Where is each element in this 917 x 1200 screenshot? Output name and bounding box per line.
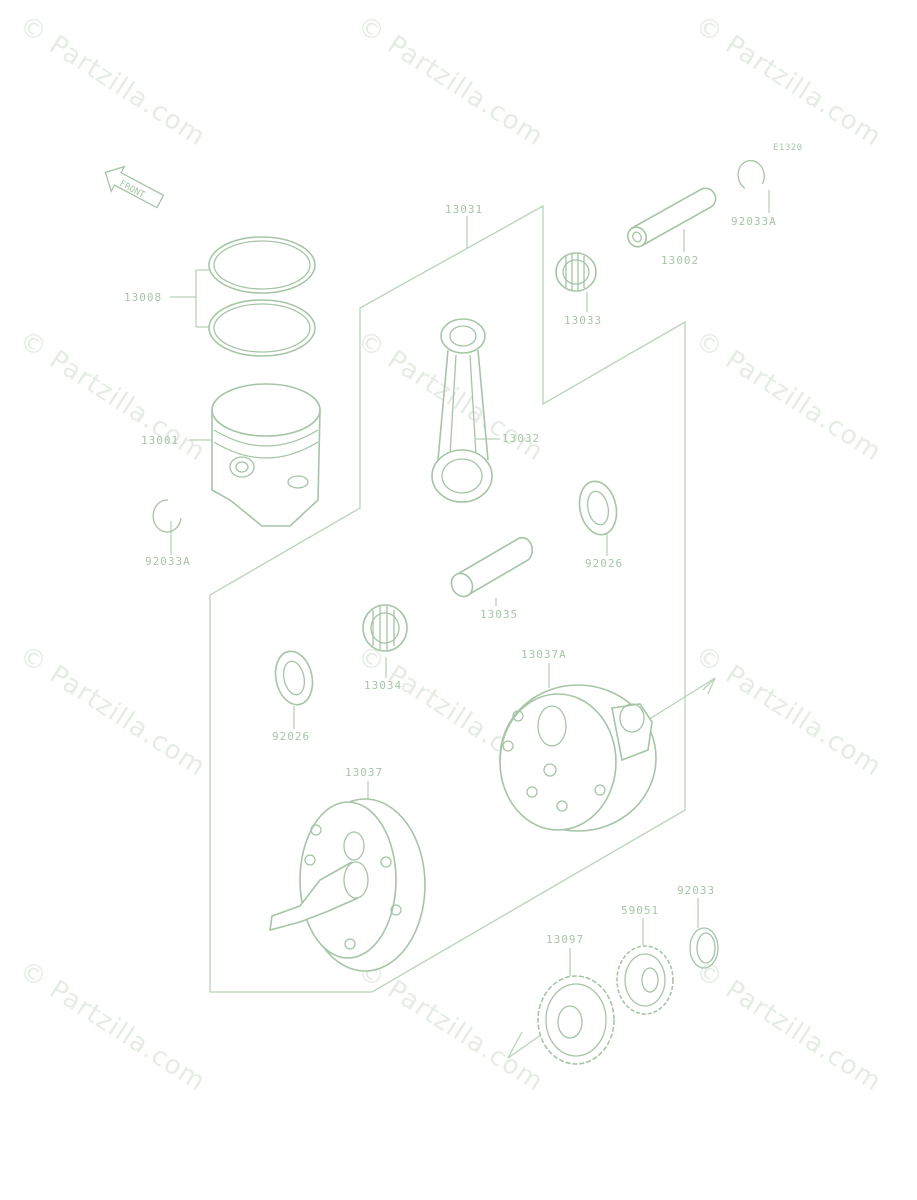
thrust-washer-icon: [274, 650, 314, 706]
circlip-icon: [689, 927, 719, 969]
circlip-icon: [737, 160, 765, 189]
crank-pin-icon: [450, 536, 534, 598]
assembly-outline-13031: [209, 204, 686, 993]
part-label-13008[interactable]: 13008: [124, 291, 163, 304]
thrust-washer-icon: [578, 480, 618, 536]
part-label-13031[interactable]: 13031: [445, 203, 484, 216]
piston-icon: [211, 383, 321, 527]
part-label-92026-left[interactable]: 92026: [272, 730, 311, 743]
piston-pin-icon: [626, 187, 717, 248]
front-arrow-icon: FRONT: [104, 165, 165, 209]
part-label-13097[interactable]: 13097: [546, 933, 585, 946]
leader-lines: [170, 190, 770, 1059]
crankshaft-half-icon: [269, 798, 426, 972]
gear-icon: [616, 945, 674, 1015]
needle-bearing-icon: [362, 604, 408, 652]
part-label-59051[interactable]: 59051: [621, 904, 660, 917]
gear-icon: [537, 975, 615, 1065]
connecting-rod-icon: [431, 318, 493, 503]
part-label-92033a-left[interactable]: 92033A: [145, 555, 191, 568]
svg-text:FRONT: FRONT: [118, 179, 147, 201]
crankshaft-half-icon: [499, 684, 657, 832]
part-label-92033a-right[interactable]: 92033A: [731, 215, 777, 228]
piston-ring-icon: [208, 236, 316, 357]
part-label-92033[interactable]: 92033: [677, 884, 716, 897]
part-label-13002[interactable]: 13002: [661, 254, 700, 267]
diagram-code: E1320: [773, 143, 803, 153]
circlip-icon: [152, 499, 182, 533]
part-label-13034[interactable]: 13034: [364, 679, 403, 692]
part-label-92026-right[interactable]: 92026: [585, 557, 624, 570]
part-label-13033[interactable]: 13033: [564, 314, 603, 327]
part-label-13037a[interactable]: 13037A: [521, 648, 567, 661]
part-label-13032[interactable]: 13032: [502, 432, 541, 445]
part-label-13037[interactable]: 13037: [345, 766, 384, 779]
part-label-13035[interactable]: 13035: [480, 608, 519, 621]
needle-bearing-icon: [555, 252, 597, 292]
part-label-13001[interactable]: 13001: [141, 434, 180, 447]
